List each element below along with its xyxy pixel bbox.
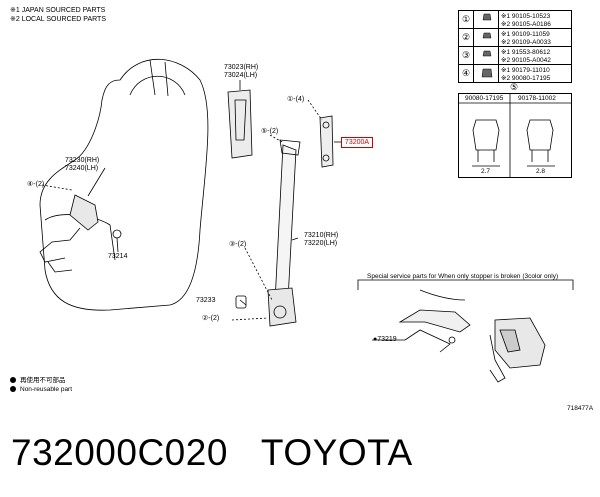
anchor-plate: [494, 317, 546, 369]
seat-back-outline: [39, 58, 209, 311]
bullet-icon: [10, 377, 16, 384]
note-en: Non-reusable part: [10, 385, 72, 394]
nut-detail-box: [458, 93, 572, 178]
fastener-codes: ※1 90105-10523※2 90105-A0186: [498, 10, 572, 29]
retractor: [267, 287, 297, 327]
legend-japan: ※1 JAPAN SOURCED PARTS: [10, 7, 106, 14]
fastener-row: ③ ※1 91553-80612※2 90105-A0042: [458, 46, 572, 65]
nut-code-right: 90178-11002: [518, 95, 556, 102]
fastener-codes: ※1 90179-11010※2 90080-17195: [498, 64, 572, 83]
fastener-index: ②: [458, 28, 474, 47]
brand-name: TOYOTA: [260, 432, 413, 473]
note-jp: 再使用不可部品: [10, 376, 72, 385]
callout-5: ⑤-(2): [261, 128, 279, 135]
bullet-icon: [10, 386, 16, 393]
callout-4: ④-(2): [27, 181, 45, 188]
fastener-codes: ※1 90109-11059※2 90109-A0033: [498, 28, 572, 47]
fastener-index: ①: [458, 10, 474, 29]
fastener-index: ④: [458, 64, 474, 83]
nut-dim-left: 2.7: [481, 168, 491, 175]
part-label-73233: 73233: [196, 297, 216, 304]
callout-2: ②-(2): [202, 315, 220, 322]
callout-3: ③-(2): [229, 241, 247, 248]
special-service-title: Special service parts for When only stop…: [367, 273, 559, 280]
special-service-bracket: [357, 279, 574, 290]
nut-icon: [473, 64, 499, 83]
part-label-73214: 73214: [108, 253, 128, 260]
fastener-index: ③: [458, 46, 474, 65]
fastener-row: ① ※1 90105-10523※2 90105-A0186: [458, 10, 572, 29]
nut-box-index: ⑤: [510, 82, 519, 92]
footer-caption: 732000C020 TOYOTA: [11, 432, 446, 474]
fastener-row: ④ ※1 90179-11010※2 90080-17195: [458, 64, 572, 83]
highlighted-part-73200[interactable]: 73200A: [341, 137, 373, 148]
part-number: 732000C020: [11, 432, 228, 473]
part-label-73023: 73023(RH)73024(LH): [224, 64, 259, 79]
source-legend: ※1 JAPAN SOURCED PARTS ※2 LOCAL SOURCED …: [10, 6, 106, 24]
nut-dim-right: 2.8: [536, 168, 546, 175]
bolt-icon: [473, 28, 499, 47]
bolt-icon: [473, 10, 499, 29]
fastener-codes: ※1 91553-80612※2 90105-A0042: [498, 46, 572, 65]
legend-local: ※2 LOCAL SOURCED PARTS: [10, 16, 106, 23]
bolt-icon: [473, 46, 499, 65]
buckle-assembly: [69, 194, 99, 231]
illustration-code: 718477A: [567, 405, 594, 412]
nut-code-left: 90080-17195: [465, 95, 504, 102]
part-label-73210: 73210(RH)73220(LH): [304, 232, 339, 247]
fastener-row: ② ※1 90109-11059※2 90109-A0033: [458, 28, 572, 47]
headrest-outline: [129, 75, 186, 96]
height-adjuster: [319, 115, 334, 168]
callout-1: ①-(4): [287, 96, 305, 103]
part-label-73219: ●73219: [373, 336, 397, 343]
part-label-73230: 73230(RH)73240(LH): [65, 157, 100, 172]
webbing-belt: [274, 144, 297, 303]
fastener-table: ① ※1 90105-10523※2 90105-A0186 ② ※1 9010…: [458, 10, 572, 83]
non-reusable-notes: 再使用不可部品 Non-reusable part: [10, 376, 72, 394]
